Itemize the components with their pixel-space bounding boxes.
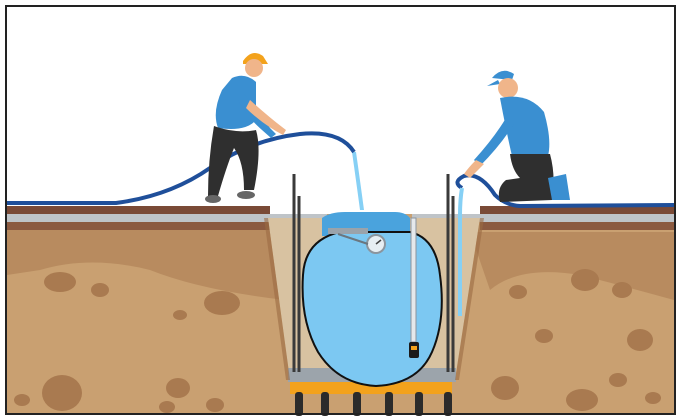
hose-icon [7, 133, 354, 203]
suction-pipe [411, 218, 416, 342]
worker-right-icon [464, 71, 570, 202]
worker-left-icon [205, 53, 286, 203]
subsoil-left [7, 222, 270, 230]
gauge-icon [367, 235, 385, 253]
tank-pipe [328, 228, 368, 234]
topsoil-left [7, 206, 270, 214]
pump-icon [409, 342, 419, 358]
tank-icon [303, 212, 442, 386]
subsoil-right [480, 222, 674, 230]
water-stream [352, 152, 364, 210]
suction-hose [460, 188, 462, 316]
